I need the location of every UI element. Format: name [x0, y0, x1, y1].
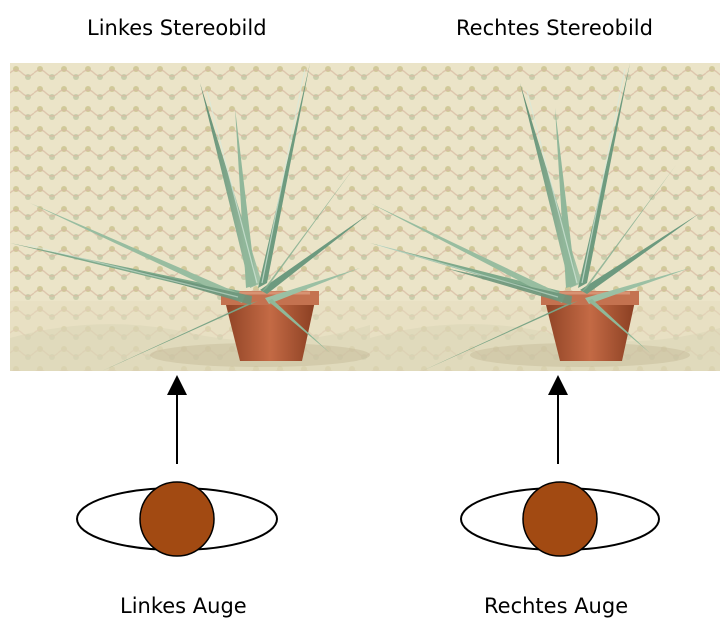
left-eye	[77, 482, 277, 556]
right-eye-label: Rechtes Auge	[484, 594, 628, 618]
right-eye	[461, 482, 659, 556]
left-eye-label: Linkes Auge	[120, 594, 247, 618]
